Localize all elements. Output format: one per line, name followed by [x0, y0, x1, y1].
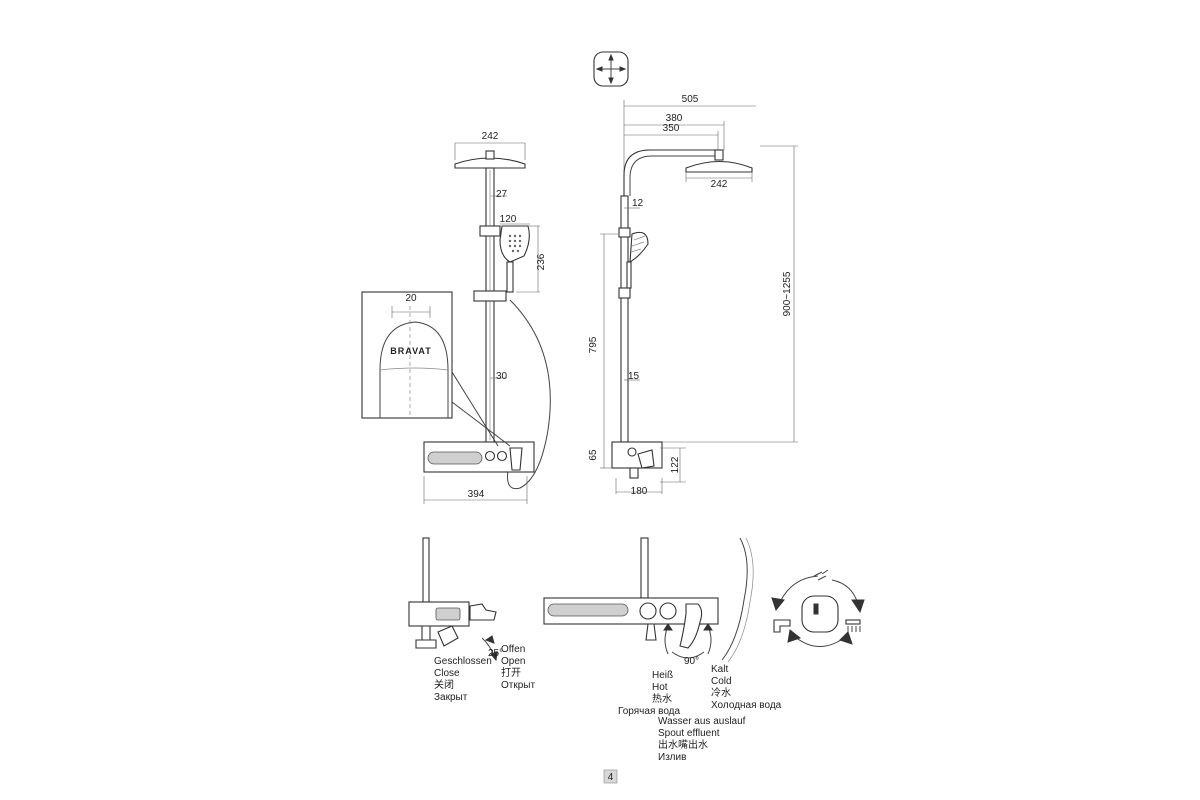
hot-label-de: Heiß — [652, 670, 673, 681]
spout-outlet-icon — [773, 619, 791, 633]
dim-hand-height: 236 — [536, 253, 547, 270]
dim-base-depth: 180 — [631, 486, 648, 497]
dim-height-range: 900~1255 — [782, 271, 793, 316]
hot-label-zh: 热水 — [652, 692, 672, 705]
spout-label-zh: 出水嘴出水 — [658, 738, 708, 751]
cold-label-ru: Холодная вода — [711, 700, 782, 711]
hot-label-ru: Горячая вода — [618, 706, 681, 717]
page-number: 4 — [608, 772, 614, 783]
cold-label-zh: 冷水 — [711, 686, 731, 699]
dim-top-gap: 12 — [632, 198, 644, 209]
spout-label-ru: Излив — [658, 752, 686, 763]
thermostat-front-detail — [543, 537, 754, 663]
closed-label-zh: 关闭 — [434, 678, 454, 691]
dim-base-width: 394 — [468, 489, 485, 500]
open-label-zh: 打开 — [501, 666, 521, 679]
spout-label-de: Wasser aus auslauf — [658, 716, 746, 727]
open-label-de: Offen — [501, 644, 525, 655]
dim-arm-reach: 380 — [666, 113, 683, 124]
side-view-drawing — [600, 100, 798, 494]
open-label-ru: Открыт — [501, 680, 535, 691]
lever-angle-label: 25° — [488, 648, 503, 659]
spout-label-en: Spout effluent — [658, 728, 720, 739]
lever-open-close-detail — [408, 537, 498, 662]
closed-label-en: Close — [434, 668, 460, 679]
dim-side-bar-gap: 15 — [628, 371, 640, 382]
dim-base-height: 65 — [588, 449, 599, 461]
closed-label-de: Geschlossen — [434, 656, 492, 667]
dim-arm-gap: 27 — [496, 189, 508, 200]
shower-outlet-icon — [813, 569, 829, 581]
dim-arm-inner: 350 — [663, 123, 680, 134]
cold-label-de: Kalt — [711, 664, 728, 675]
dim-head-width: 242 — [482, 131, 499, 142]
dim-side-head-width: 242 — [711, 179, 728, 190]
brand-logo-text: BRAVAT — [390, 346, 432, 356]
thermostat-angle-label: 90° — [684, 656, 699, 667]
dim-hand-width: 120 — [500, 214, 517, 225]
closed-label-ru: Закрыт — [434, 692, 468, 703]
dim-total-width: 505 — [682, 94, 699, 105]
dim-detail-width: 20 — [405, 293, 417, 304]
dim-spout-height: 122 — [670, 456, 681, 473]
dim-bar-gap: 30 — [496, 371, 508, 382]
rotation-arrows-icon — [771, 575, 865, 647]
cold-label-en: Cold — [711, 676, 732, 687]
hot-label-en: Hot — [652, 682, 668, 693]
crosshair-square-icon — [593, 51, 629, 87]
page-number-box — [603, 769, 618, 784]
open-label-en: Open — [501, 656, 525, 667]
handshower-outlet-icon — [845, 619, 861, 632]
dim-bar-height: 795 — [588, 336, 599, 353]
front-view-drawing — [361, 142, 551, 504]
